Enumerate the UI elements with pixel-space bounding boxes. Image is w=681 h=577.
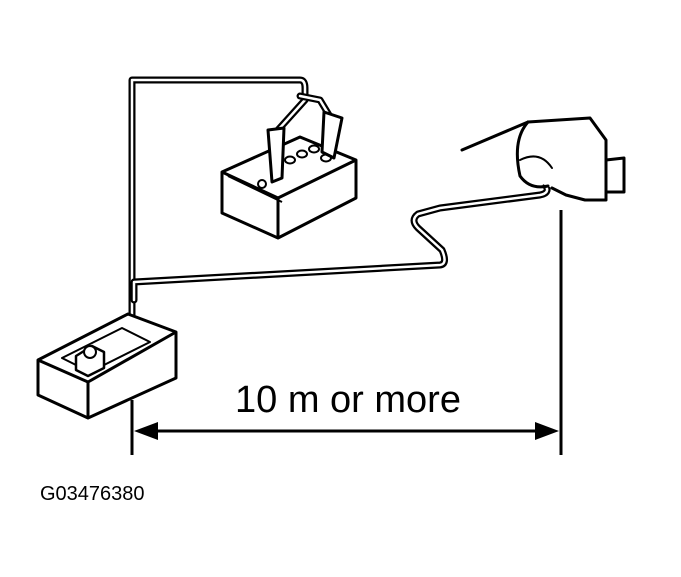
battery-cable [128, 76, 336, 322]
dimension [130, 210, 563, 455]
distance-label: 10 m or more [235, 379, 461, 421]
tester-unit [36, 312, 178, 420]
arrowhead-right-icon [535, 422, 559, 440]
figure-code: G03476380 [40, 483, 145, 505]
battery [220, 110, 358, 240]
signal-cable [130, 182, 551, 304]
hand [460, 116, 626, 202]
arrowhead-left-icon [134, 422, 158, 440]
